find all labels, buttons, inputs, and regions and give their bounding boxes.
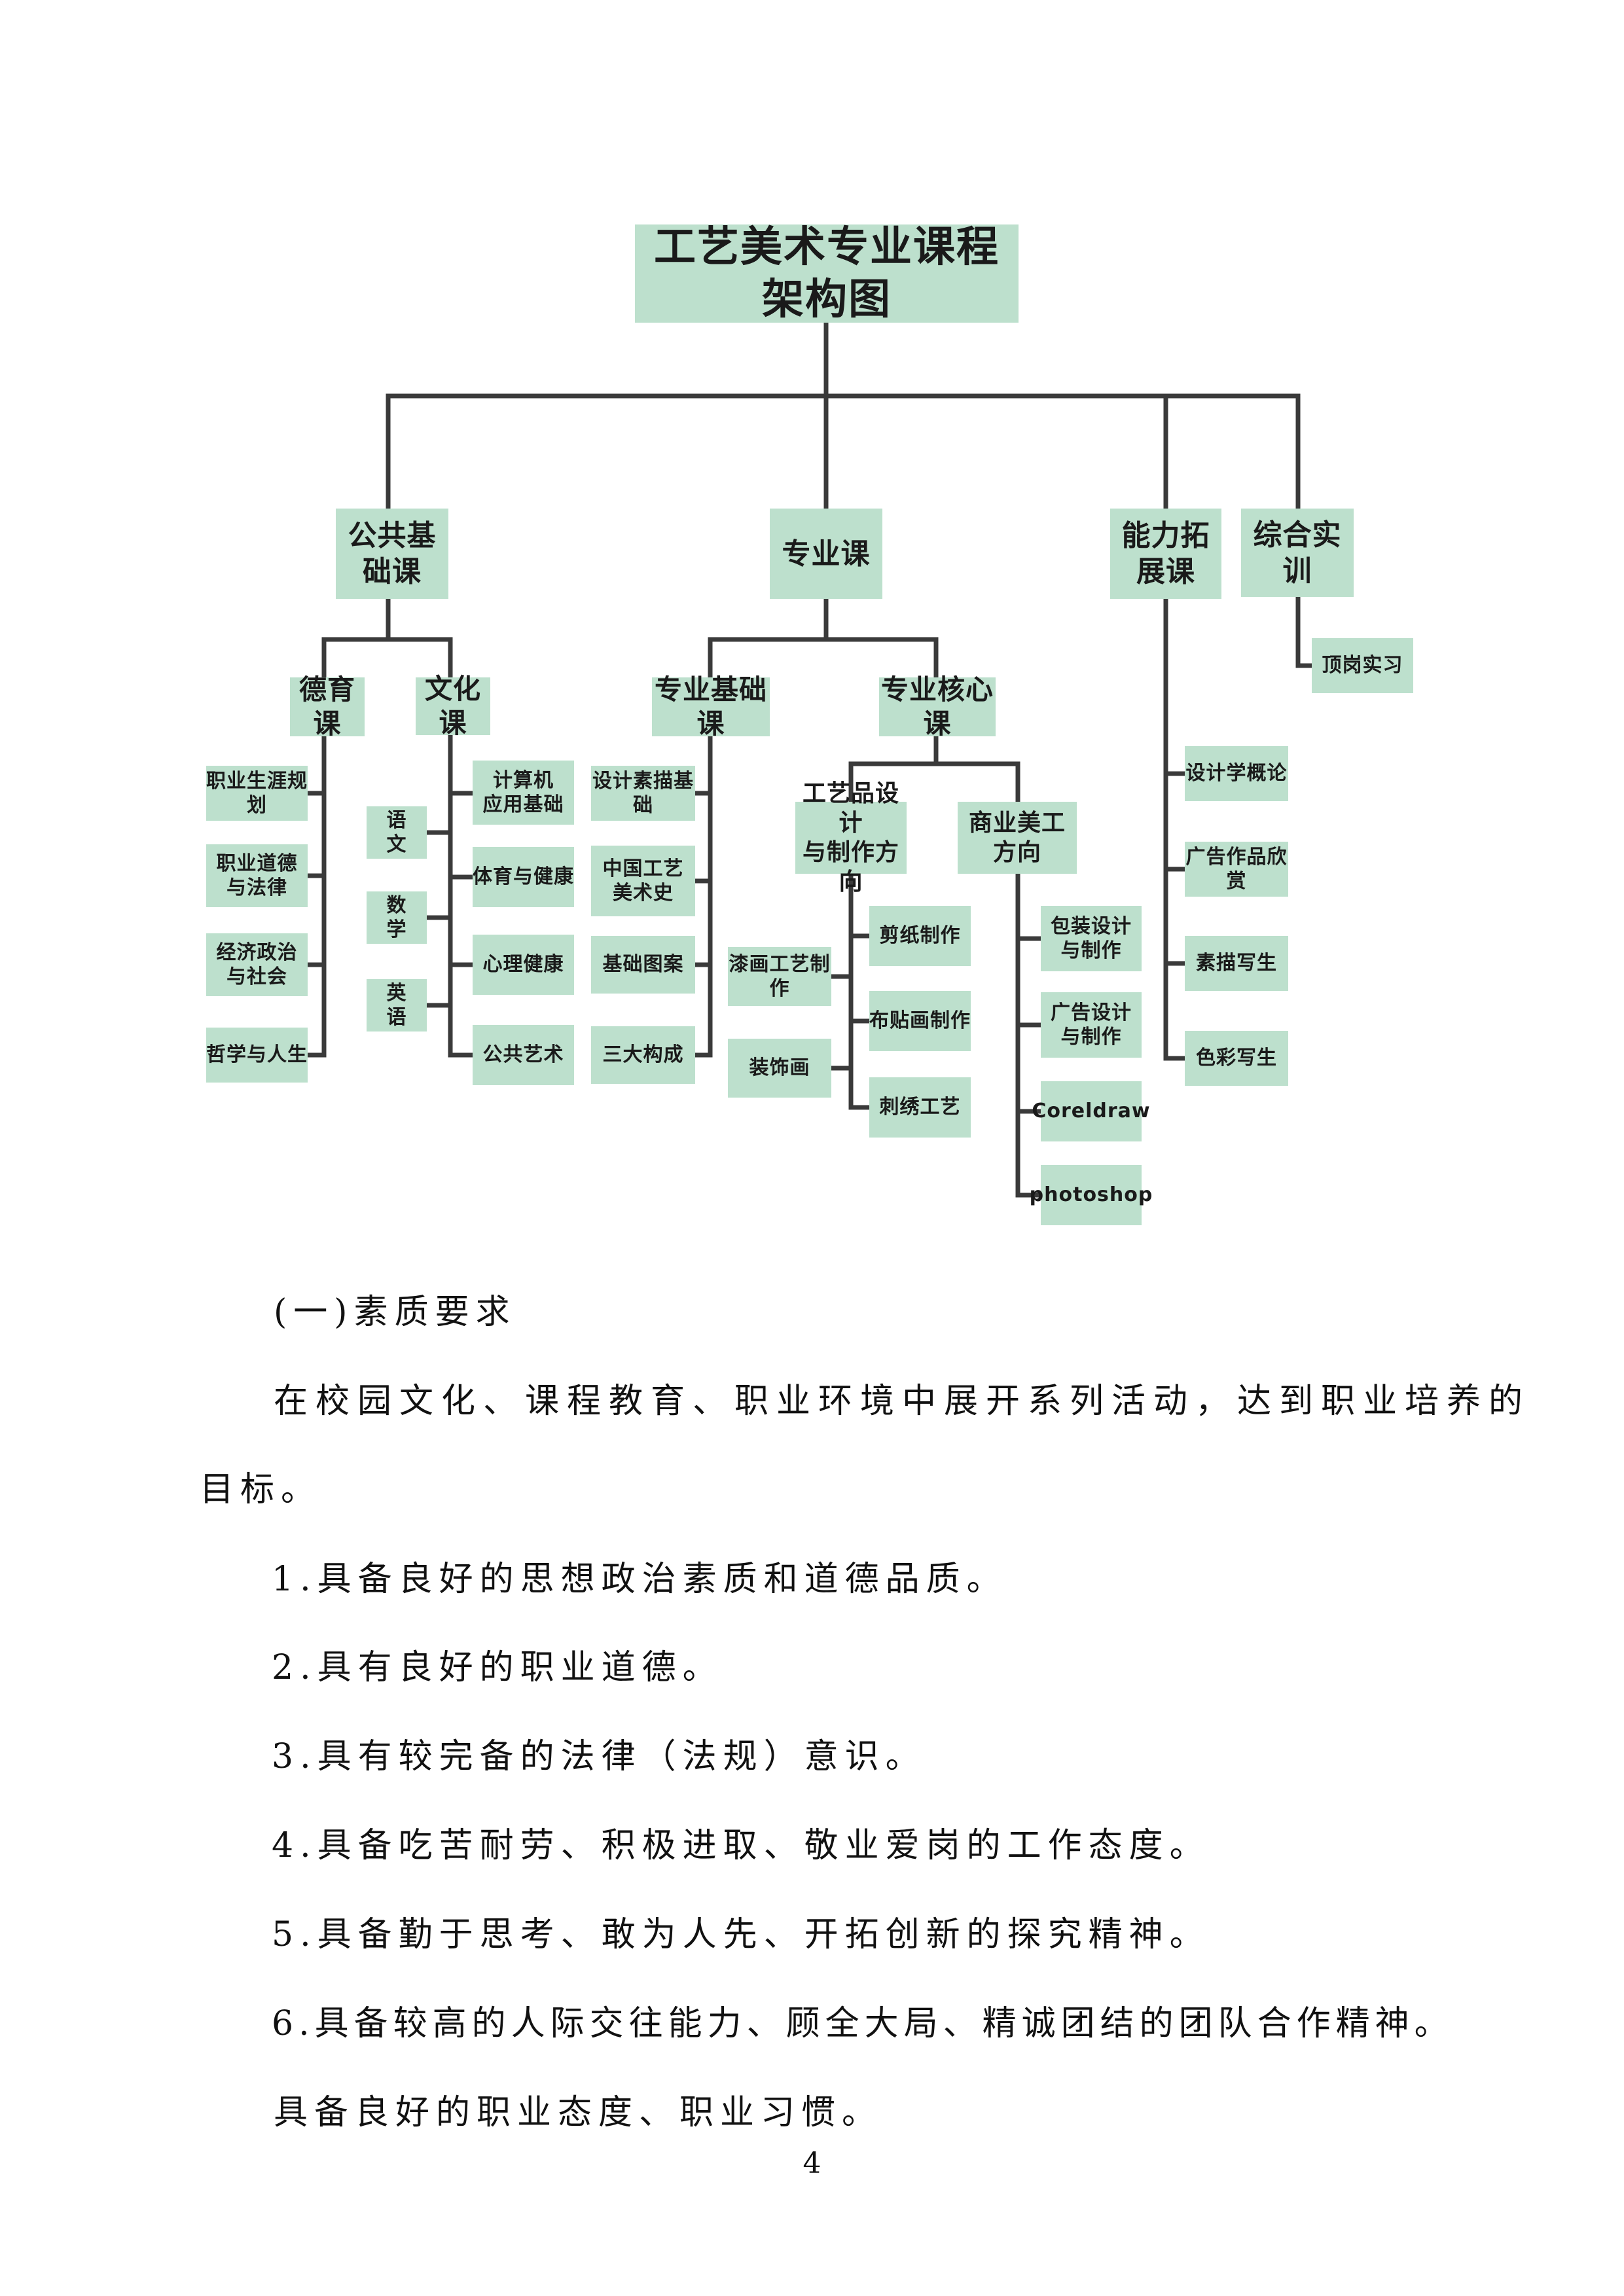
list-item-requirement: 5.具备勤于思考、敢为人先、开拓创新的探究精神。 xyxy=(272,1915,1210,1954)
list-item-moral: 职业生涯规划 xyxy=(206,766,308,821)
paragraph-line: 具备良好的职业态度、职业习惯。 xyxy=(274,2093,883,2132)
category-practice: 综合实训 xyxy=(1241,509,1354,597)
list-item-requirement: 3.具有较完备的法律（法规）意识。 xyxy=(272,1737,926,1776)
list-item-craft: 漆画工艺制作 xyxy=(728,947,831,1006)
connector-commercial-leaves xyxy=(1015,936,1043,1198)
page-number: 4 xyxy=(803,2147,821,2180)
course-structure-connectors xyxy=(305,318,1314,1198)
list-item-moral: 职业道德 与法律 xyxy=(206,844,308,907)
sub-major-core: 专业核心课 xyxy=(879,673,996,740)
connector-craft-left-leaves xyxy=(829,974,854,1071)
list-item-commercial: Coreldraw xyxy=(1032,1081,1150,1141)
connector-major-split xyxy=(708,596,939,680)
connector-extension-leaves xyxy=(1163,771,1187,1061)
connector-public-split xyxy=(321,596,453,680)
list-item-culture: 语 文 xyxy=(367,806,427,859)
connector-core-split xyxy=(848,734,1020,804)
list-item-practice: 顶岗实习 xyxy=(1312,638,1413,693)
list-item-major-basic: 设计素描基础 xyxy=(591,766,695,821)
list-item-extension: 广告作品欣赏 xyxy=(1185,842,1288,897)
list-item-culture: 公共艺术 xyxy=(473,1025,574,1085)
connector-culture-right-leaves xyxy=(448,791,475,1058)
list-item-craft: 剪纸制作 xyxy=(869,906,971,966)
diagram-title: 工艺美术专业课程架构图 xyxy=(635,223,1019,324)
sub-moral: 德育课 xyxy=(290,673,365,740)
list-item-moral: 哲学与人生 xyxy=(206,1028,308,1083)
category-extension: 能力拓展课 xyxy=(1110,509,1221,599)
list-item-commercial: 包装设计 与制作 xyxy=(1041,906,1142,971)
list-item-culture: 心理健康 xyxy=(473,935,574,995)
list-item-requirement: 2.具有良好的职业道德。 xyxy=(272,1648,723,1687)
list-item-culture: 计算机 应用基础 xyxy=(473,761,574,825)
list-item-major-basic: 基础图案 xyxy=(591,936,695,994)
category-major: 专业课 xyxy=(770,509,882,599)
list-item-extension: 素描写生 xyxy=(1185,936,1288,991)
list-item-culture: 英 语 xyxy=(367,979,427,1031)
sub-commercial-direction: 商业美工方向 xyxy=(958,802,1077,874)
section-heading: (一)素质要求 xyxy=(274,1293,516,1332)
sub-craft-direction: 工艺品设计 与制作方向 xyxy=(795,780,907,895)
list-item-extension: 色彩写生 xyxy=(1185,1031,1288,1086)
connector-craft-right-leaves xyxy=(848,933,872,1110)
connector-culture-left-leaves xyxy=(424,830,453,1008)
sub-culture: 文化课 xyxy=(416,673,490,739)
list-item-commercial: 广告设计 与制作 xyxy=(1041,992,1142,1058)
connector-practice xyxy=(1295,594,1314,668)
list-item-commercial: photoshop xyxy=(1030,1165,1152,1225)
paragraph-line: 在校园文化、课程教育、职业环境中展开系列活动，达到职业培养的 xyxy=(274,1382,1531,1421)
paragraph-line: 目标。 xyxy=(200,1470,322,1509)
list-item-craft: 刺绣工艺 xyxy=(869,1077,971,1138)
list-item-extension: 设计学概论 xyxy=(1185,746,1288,801)
list-item-moral: 经济政治 与社会 xyxy=(206,933,308,996)
category-public-basic: 公共基础课 xyxy=(336,509,448,599)
list-item-major-basic: 中国工艺 美术史 xyxy=(591,846,695,916)
list-item-culture: 体育与健康 xyxy=(473,847,574,907)
list-item-requirement: 4.具备吃苦耐劳、积极进取、敬业爱岗的工作态度。 xyxy=(272,1826,1210,1865)
list-item-requirement: 6.具备较高的人际交往能力、顾全大局、精诚团结的团队合作精神。 xyxy=(272,2004,1454,2043)
list-item-culture: 数 学 xyxy=(367,891,427,944)
list-item-craft: 布贴画制作 xyxy=(869,991,971,1051)
connector-major-basic-leaves xyxy=(693,791,713,1058)
connector-moral-leaves xyxy=(305,791,327,1058)
sub-major-basic: 专业基础课 xyxy=(652,673,770,740)
list-item-craft: 装饰画 xyxy=(728,1039,831,1098)
list-item-major-basic: 三大构成 xyxy=(591,1026,695,1084)
list-item-requirement: 1.具备良好的思想政治素质和道德品质。 xyxy=(272,1560,1007,1599)
